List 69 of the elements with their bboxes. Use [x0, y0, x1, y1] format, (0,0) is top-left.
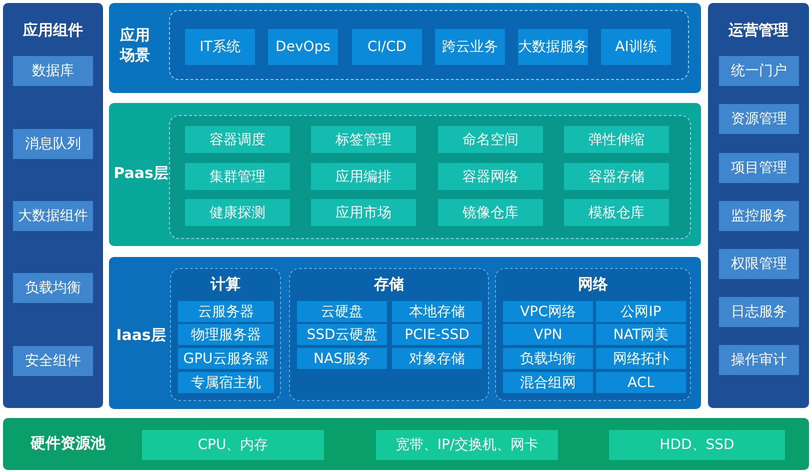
service-tile: 统一门户: [719, 56, 799, 86]
layer-title: 应用场景: [118, 25, 151, 65]
service-tile: 云硬盘: [297, 301, 387, 322]
service-tile: 操作审计: [719, 345, 799, 375]
group-title: 网络: [577, 275, 609, 294]
service-tile: 监控服务: [719, 201, 799, 231]
service-tile: 网络拓扑: [596, 348, 686, 369]
service-tile: 大数据服务: [518, 29, 588, 65]
service-tile: 对象存储: [392, 348, 482, 369]
service-tile: 负载均衡: [503, 348, 593, 369]
service-tile: GPU云服务器: [178, 348, 274, 369]
service-tile: 安全组件: [13, 346, 93, 376]
service-tile: 应用编排: [311, 163, 416, 190]
group-card: [289, 268, 489, 401]
service-tile: 日志服务: [719, 297, 799, 327]
service-tile: NAS服务: [297, 348, 387, 369]
layer-title: 硬件资源池: [29, 433, 107, 453]
service-tile: PCIE-SSD: [392, 324, 482, 345]
service-tile: VPN: [503, 324, 593, 345]
service-tile: 物理服务器: [178, 324, 274, 345]
layer-band: [3, 418, 809, 470]
service-tile: 资源管理: [719, 104, 799, 134]
group-title: 存储: [372, 275, 405, 294]
service-tile: 大数据组件: [13, 201, 93, 231]
service-tile: 项目管理: [719, 153, 799, 183]
group-title: 计算: [209, 275, 242, 294]
layer-band: [109, 103, 701, 246]
service-tile: 容器调度: [185, 126, 290, 153]
service-tile: 容器存储: [564, 163, 669, 190]
service-tile: 标签管理: [311, 126, 416, 153]
group-card: [495, 268, 691, 401]
service-tile: 弹性伸缩: [564, 126, 669, 153]
layer-band: [109, 257, 701, 409]
service-tile: 公网IP: [596, 301, 686, 322]
service-tile: 数据库: [13, 56, 93, 86]
service-tile: 消息队列: [13, 129, 93, 159]
service-tile: 健康探测: [185, 199, 290, 226]
group-card: [170, 268, 281, 401]
service-tile: VPC网络: [503, 301, 593, 322]
service-tile: 容器网络: [438, 163, 543, 190]
service-tile: 集群管理: [185, 163, 290, 190]
service-tile: 混合组网: [503, 372, 593, 393]
service-tile: ACL: [596, 372, 686, 393]
service-tile: DevOps: [268, 29, 338, 65]
service-tile: 模板仓库: [564, 199, 669, 226]
service-tile: HDD、SSD: [609, 430, 785, 460]
service-tile: CI/CD: [352, 29, 422, 65]
service-tile: 本地存储: [392, 301, 482, 322]
service-tile: 云服务器: [178, 301, 274, 322]
side-panel: [3, 3, 103, 408]
service-tile: 应用市场: [311, 199, 416, 226]
service-tile: SSD云硬盘: [297, 324, 387, 345]
panel-title: 运营管理: [728, 21, 790, 40]
service-tile: NAT网美: [596, 324, 686, 345]
panel-title: 应用组件: [22, 21, 84, 40]
service-tile: 负载均衡: [13, 273, 93, 303]
service-tile: 命名空间: [438, 126, 543, 153]
service-tile: CPU、内存: [142, 430, 324, 460]
service-tile: AI训练: [601, 29, 671, 65]
service-tile: 镜像仓库: [438, 199, 543, 226]
layer-band: [109, 3, 701, 93]
layer-title: Iaas层: [115, 325, 167, 345]
service-tile: 权限管理: [719, 249, 799, 279]
layer-title: Paas层: [112, 163, 170, 183]
service-tile: 跨云业务: [435, 29, 505, 65]
service-tile: IT系统: [185, 29, 255, 65]
service-tile: 宽带、IP/交换机、网卡: [376, 430, 558, 460]
side-panel: [708, 3, 809, 408]
service-tile: 专属宿主机: [178, 372, 274, 393]
